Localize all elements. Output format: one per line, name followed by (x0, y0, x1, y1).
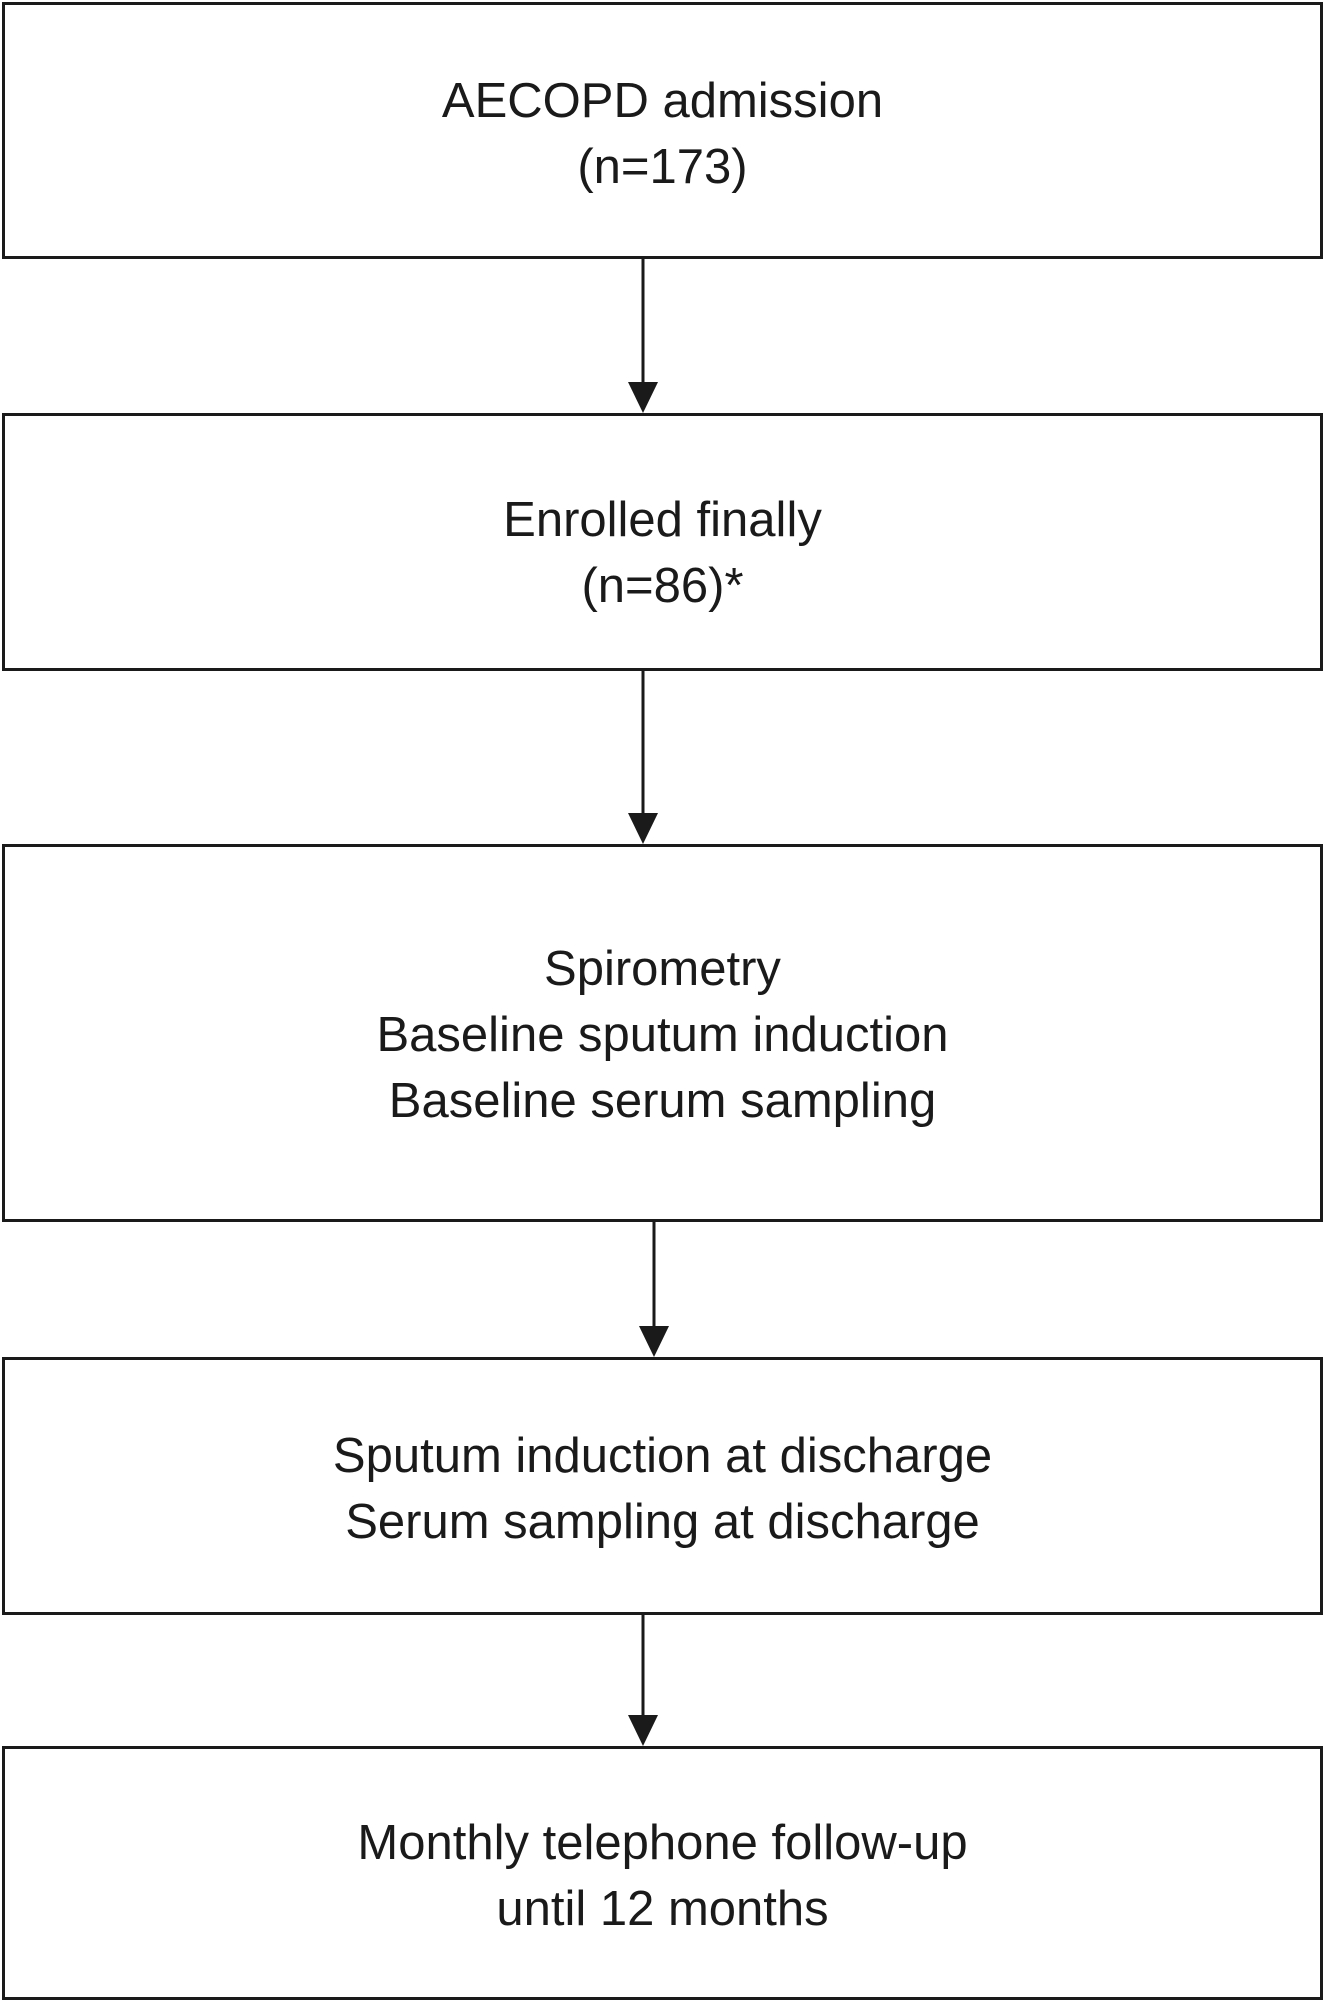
step-followup-box: Monthly telephone follow-up until 12 mon… (2, 1746, 1323, 2000)
step-admission-box: AECOPD admission (n=173) (2, 2, 1323, 259)
step-baseline-serum: Baseline serum sampling (388, 1074, 937, 1128)
arrow-3-to-4 (639, 1222, 669, 1357)
step-enrolled-box: Enrolled finally (n=86)* (2, 413, 1323, 671)
step-baseline-sputum: Baseline sputum induction (376, 1008, 949, 1062)
step-enrolled-count: (n=86)* (581, 559, 744, 613)
step-followup-duration: until 12 months (496, 1882, 829, 1936)
step-discharge-serum: Serum sampling at discharge (345, 1495, 980, 1549)
step-followup-title: Monthly telephone follow-up (357, 1816, 968, 1870)
step-admission-count: (n=173) (577, 139, 748, 194)
arrow-2-to-3 (628, 671, 658, 844)
step-baseline-box: Spirometry Baseline sputum induction Bas… (2, 844, 1323, 1222)
step-discharge-box: Sputum induction at discharge Serum samp… (2, 1357, 1323, 1615)
step-discharge-sputum: Sputum induction at discharge (332, 1429, 993, 1483)
step-enrolled-title: Enrolled finally (503, 493, 822, 547)
arrow-4-to-5 (628, 1615, 658, 1746)
arrow-1-to-2 (628, 259, 658, 413)
step-admission-title: AECOPD admission (441, 73, 884, 128)
step-baseline-spirometry: Spirometry (544, 942, 781, 996)
